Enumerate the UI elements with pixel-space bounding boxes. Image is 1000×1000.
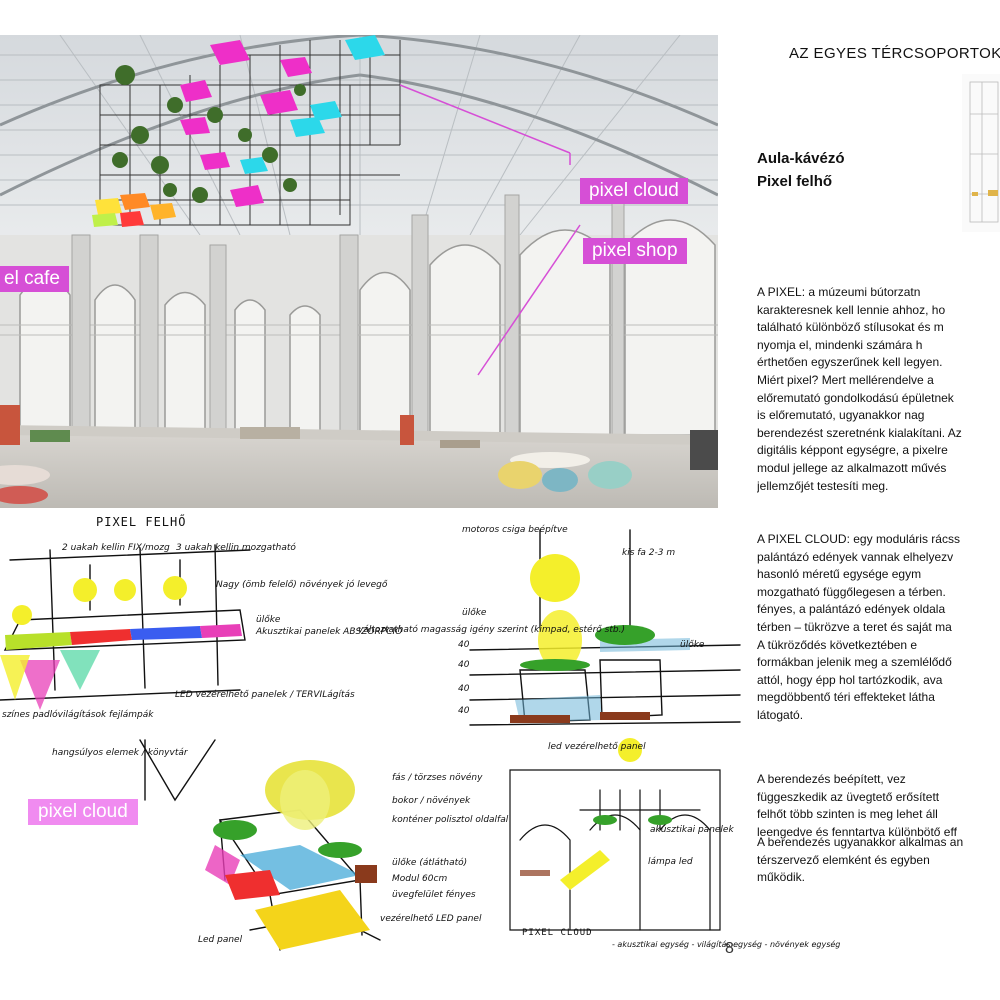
sketch-label: lámpa led [648, 857, 693, 867]
text-line: A PIXEL CLOUD: egy moduláris rácss [757, 532, 960, 546]
text-line: található különböző stílusokat és m [757, 320, 944, 335]
text-line: formákban jelenik meg a szemlélődő [757, 655, 952, 670]
sketch-label: motoros csiga beépítve [462, 525, 568, 535]
text-line: modul jellege az alkalmazott művés [757, 460, 947, 475]
floor-plan-thumbnail [962, 74, 1000, 232]
sketch-label: Modul 60cm [392, 874, 448, 884]
atrium-render: pixel cloud pixel shop el cafe [0, 35, 718, 508]
sketch-title: PIXEL FELHŐ [96, 515, 187, 529]
text-line: A berendezés ugyanakkor alkalmas an [757, 835, 964, 849]
dimension-label: 40 [458, 684, 470, 694]
sketch-label: vezérelhető LED panel [380, 914, 482, 924]
sketch-label: Nagy (ömb felelő) növények jó levegő [216, 580, 388, 590]
paragraph-installation: A berendezés beépített, vez függeszkedik… [757, 771, 1000, 841]
dimension-label: 40 [458, 706, 470, 716]
text-line: mozgatható függőlegesen a térben. [757, 584, 946, 599]
text-line: berendezést szeretnénk kialakítani. Az [757, 425, 962, 440]
text-line: digitális képpont egységre, a pixelre [757, 443, 948, 458]
tag-pixel-cloud-sketch: pixel cloud [28, 799, 138, 825]
paragraph-usage: A berendezés ugyanakkor alkalmas an térs… [757, 834, 1000, 887]
text-line: A berendezés beépített, vez [757, 772, 906, 786]
page-number: 8 [725, 940, 734, 957]
sketch-bottom-caption: PIXEL CLOUD [522, 928, 593, 938]
text-line: megdöbbentő téri effekteket látha [757, 690, 935, 705]
tag-pixel-cafe: el cafe [0, 266, 69, 292]
text-line: hasonló méretű egysége egym [757, 567, 922, 582]
sketch-label: színes padlóvilágítások fejlámpák [2, 710, 154, 720]
dimension-label: 40 [458, 660, 470, 670]
sketch-label: Akusztikai panelek ABSZORPCIÓ [256, 627, 403, 637]
text-line: térben – tükrözve a teret és saját ma [757, 619, 952, 634]
text-line: karakteresnek kell lennie ahhoz, ho [757, 302, 946, 317]
tag-pixel-shop: pixel shop [583, 238, 687, 264]
sketch-label: ülőke [256, 615, 281, 625]
section-subtitle: Pixel felhő [757, 173, 833, 190]
text-line: is előremutató, ugyanakkor nag [757, 408, 925, 423]
sketch-label: - akusztikai egység - világítás egység -… [612, 940, 841, 949]
sketch-label: ülőke [462, 608, 487, 618]
tag-pixel-cloud: pixel cloud [580, 178, 688, 204]
sketch-label: LED vezérelhető panelek / TERVILágítás [175, 690, 355, 700]
atrium-render-drawing [0, 35, 718, 508]
text-line: attól, hogy épp hol tartózkodik, ava [757, 672, 943, 687]
sketch-label: ülőke (átlátható) [392, 858, 468, 868]
sketch-label: Led panel [198, 935, 243, 945]
text-line: nyomja el, mindenki számára h [757, 337, 923, 352]
text-line: jellemzőjét testesíti meg. [757, 478, 889, 493]
text-line: felhőt több szinten is meg lehet áll [757, 807, 938, 822]
section-title: Aula-kávézó [757, 150, 845, 167]
text-line: térszervező elemként és egyben [757, 852, 930, 867]
sketch-label: akusztikai panelek [650, 825, 734, 835]
sketch-label: fás / törzses növény [392, 773, 483, 783]
sketch-label: változtatható magasság igény szerint (ki… [358, 625, 625, 635]
text-line: fényes, a palántázó edények oldala [757, 602, 946, 617]
sketch-label: kis fa 2-3 m [622, 548, 676, 558]
text-line: palántázó edények vannak elhelyezv [757, 549, 954, 564]
sketch-label: 2 uakah kellin FIX/mozg [62, 543, 170, 553]
text-line: függeszkedik az üvegtető erősített [757, 789, 940, 804]
paragraph-pixel-cloud: A PIXEL CLOUD: egy moduláris rácss palán… [757, 531, 1000, 725]
paragraph-pixel: A PIXEL: a múzeumi bútorzatn karakteresn… [757, 284, 1000, 495]
sketch-label: ülőke [680, 640, 705, 650]
text-line: működik. [757, 870, 806, 885]
text-line: látogató. [757, 707, 804, 722]
sketch-label: konténer polisztol oldalfal [392, 815, 509, 825]
text-line: A tükröződés következtében e [757, 637, 918, 652]
text-line: leengedve és fenntartva különbötő eff [757, 824, 957, 839]
sketch-label: bokor / növények [392, 796, 471, 806]
text-line: érthetően egyszerűnek kell legyen. [757, 355, 943, 370]
text-line: A PIXEL: a múzeumi bútorzatn [757, 285, 921, 299]
sketch-label: led vezérelhető panel [548, 742, 646, 752]
sketch-label: hangsúlyos elemek / könyvtár [52, 748, 188, 758]
text-line: Miért pixel? Mert mellérendelve a [757, 372, 934, 387]
dimension-label: 40 [458, 640, 470, 650]
sketch-label: üvegfelület fényes [392, 890, 476, 900]
text-line: előremutató gondolkodású épületnek [757, 390, 954, 405]
concept-sketches [0, 529, 741, 951]
page-header-title: AZ EGYES TÉRCSOPORTOK [789, 45, 1000, 62]
sketch-label: 3 uakah kellin mozgatható [176, 543, 296, 553]
